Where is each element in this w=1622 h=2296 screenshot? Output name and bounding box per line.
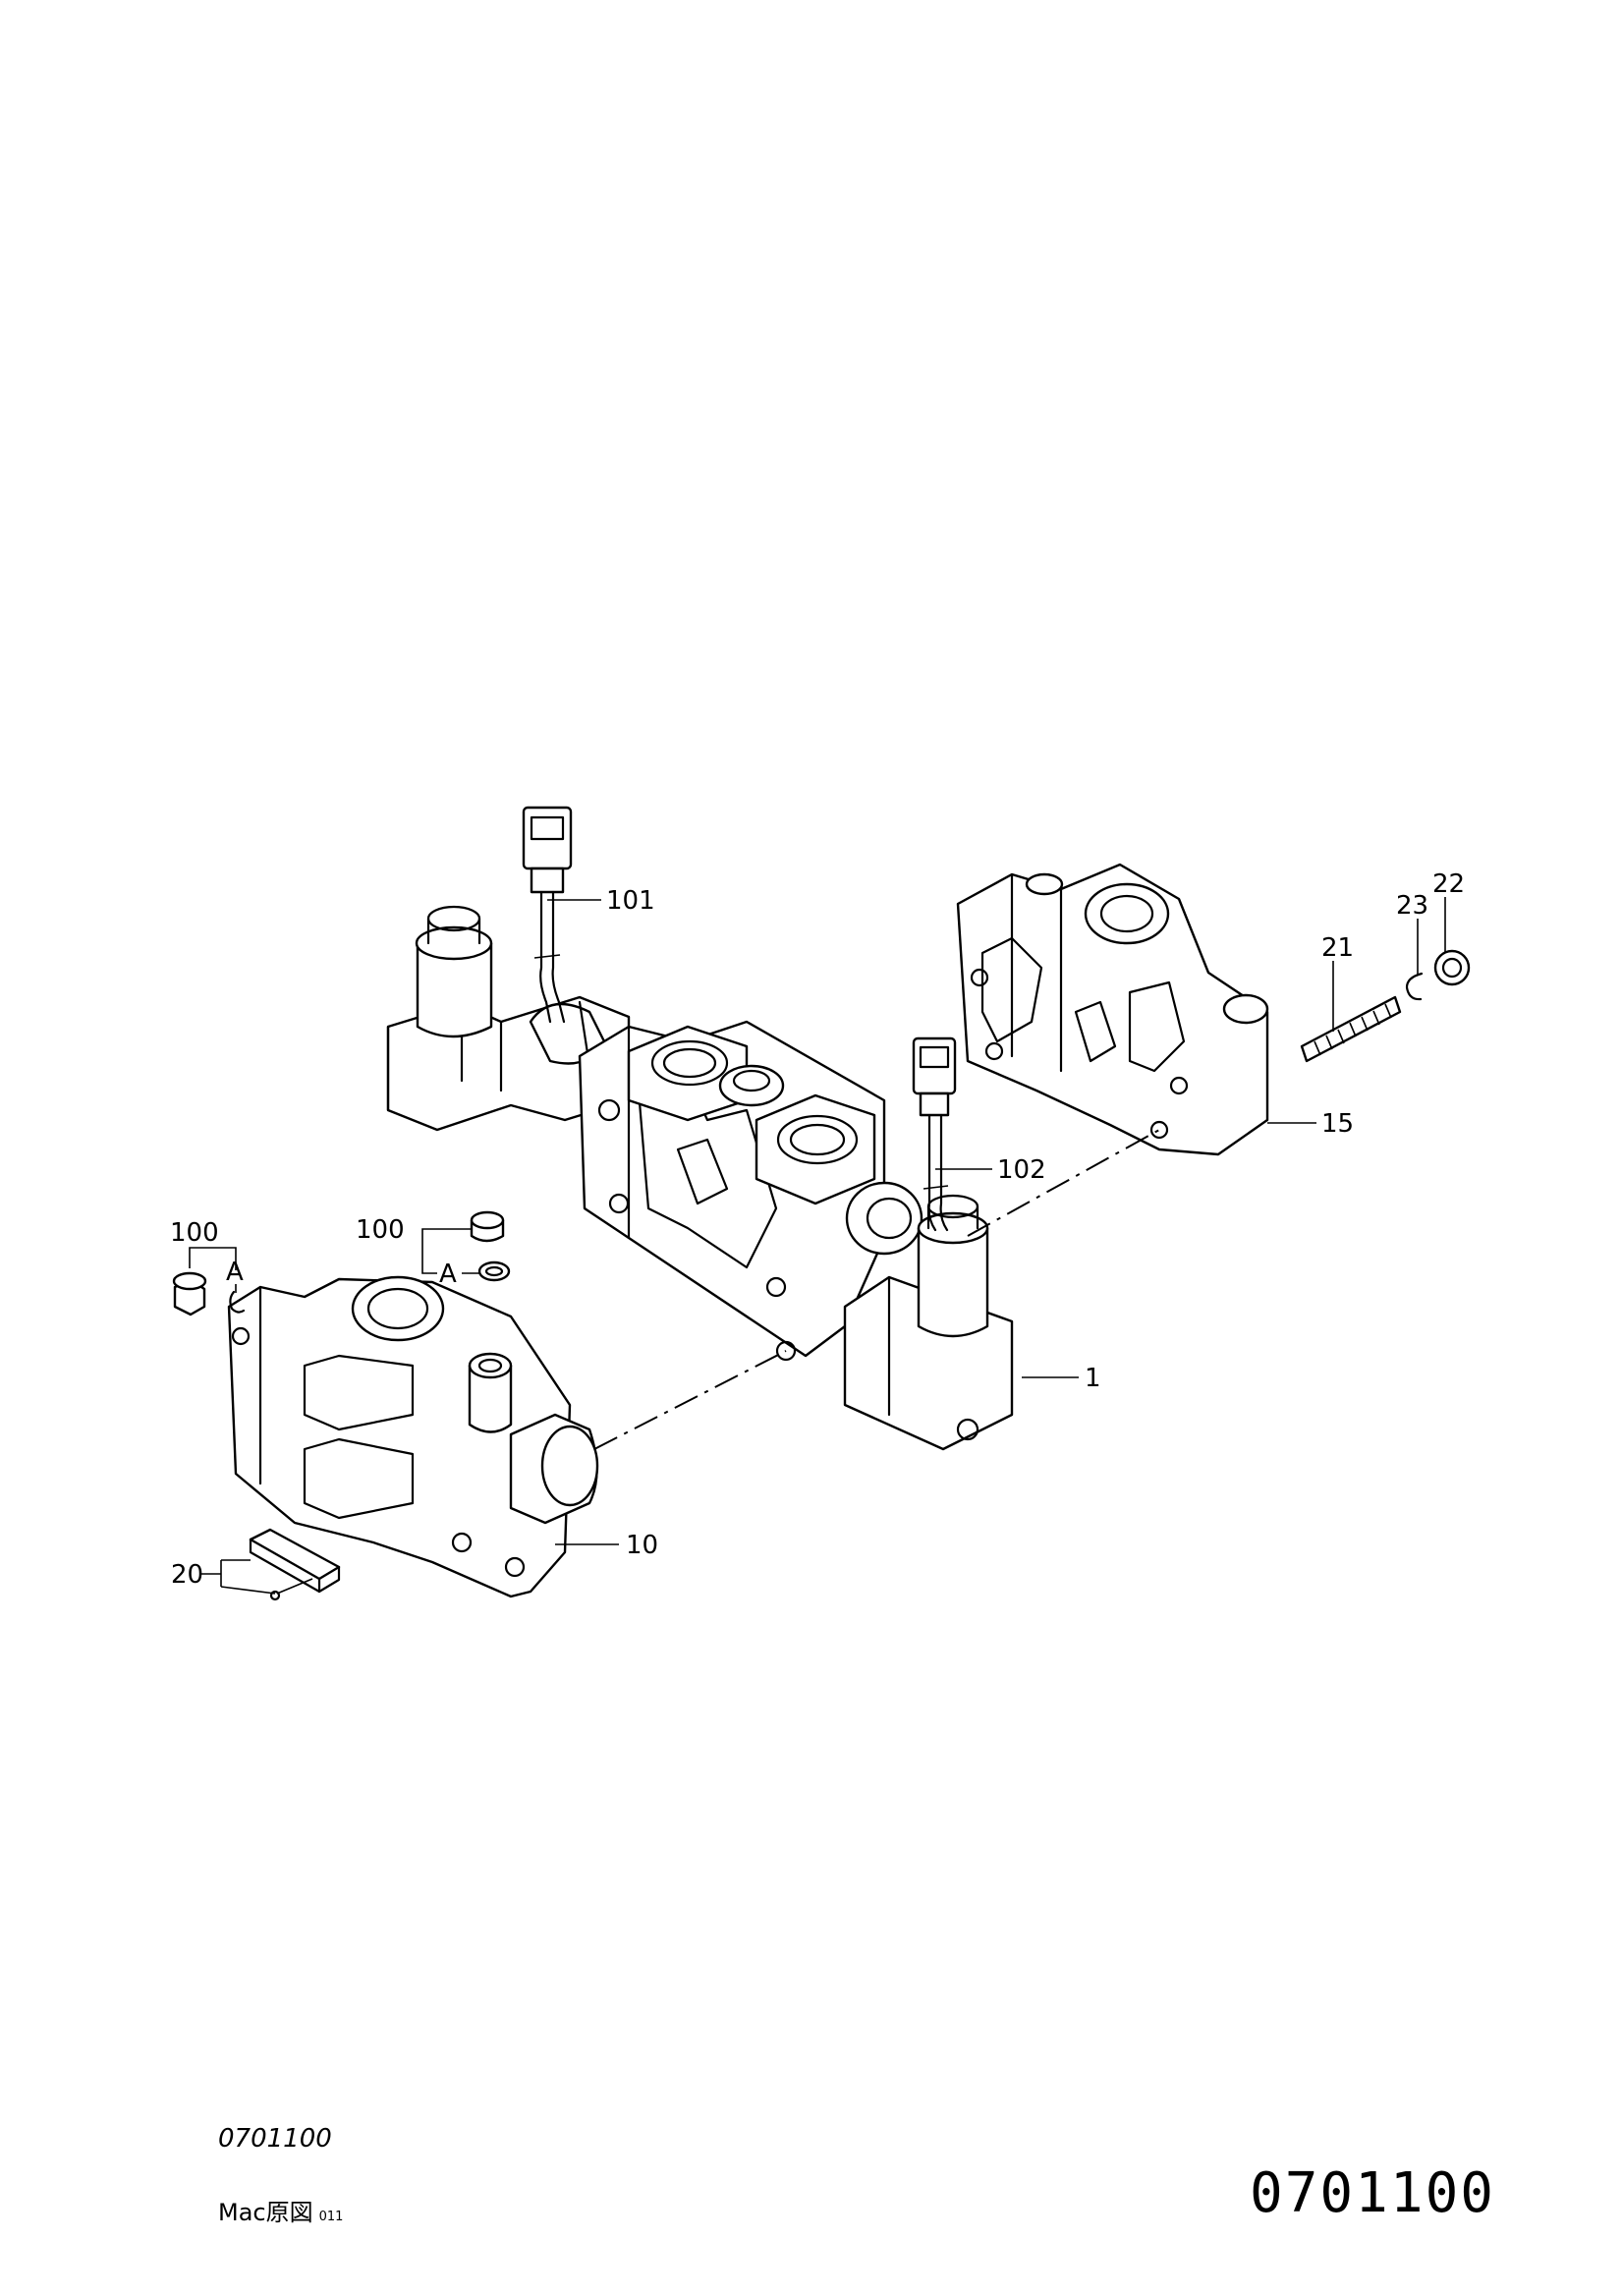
callout-100-middle: 100 bbox=[356, 1215, 405, 1245]
callout-23: 23 bbox=[1396, 891, 1428, 921]
connector-harness-part-101 bbox=[522, 806, 573, 1024]
callout-101: 101 bbox=[606, 886, 655, 916]
callout-1: 1 bbox=[1085, 1364, 1101, 1393]
callout-100-left: 100 bbox=[170, 1218, 219, 1248]
snap-ring-part-23 bbox=[1405, 972, 1424, 1001]
assembly-line-right bbox=[967, 1129, 1160, 1237]
callout-a-left: A bbox=[226, 1258, 244, 1287]
drawing-code-large: 0701100 bbox=[1250, 2161, 1496, 2225]
origin-label: Mac原図 bbox=[218, 2199, 313, 2226]
callout-21: 21 bbox=[1321, 933, 1354, 963]
connector-harness-part-102 bbox=[912, 1036, 957, 1232]
callout-20: 20 bbox=[171, 1560, 203, 1590]
callout-22: 22 bbox=[1432, 869, 1465, 899]
assembly-line-left bbox=[593, 1350, 787, 1450]
plug-part-100-left bbox=[172, 1271, 246, 1316]
drawing-code-small: 0701100 bbox=[218, 2124, 332, 2154]
callout-102: 102 bbox=[997, 1155, 1046, 1185]
nut-part-22 bbox=[1433, 949, 1471, 986]
callout-labels: 101 102 100 A 100 A 1 10 15 20 21 22 23 bbox=[170, 869, 1465, 1590]
callout-15: 15 bbox=[1321, 1109, 1354, 1139]
screw-part-21 bbox=[1300, 995, 1402, 1063]
end-cover-part-15 bbox=[956, 863, 1269, 1156]
nameplate-part-20 bbox=[249, 1528, 341, 1601]
valve-body-part-1 bbox=[386, 905, 1014, 1451]
origin-number: 011 bbox=[318, 2210, 344, 2224]
origin-note: Mac原図 011 bbox=[218, 2193, 343, 2227]
callout-10: 10 bbox=[626, 1531, 658, 1560]
callout-a-middle: A bbox=[439, 1260, 457, 1289]
leader-lines bbox=[189, 897, 1446, 1595]
plug-part-100-middle bbox=[470, 1210, 511, 1282]
end-cover-part-10 bbox=[227, 1275, 599, 1598]
